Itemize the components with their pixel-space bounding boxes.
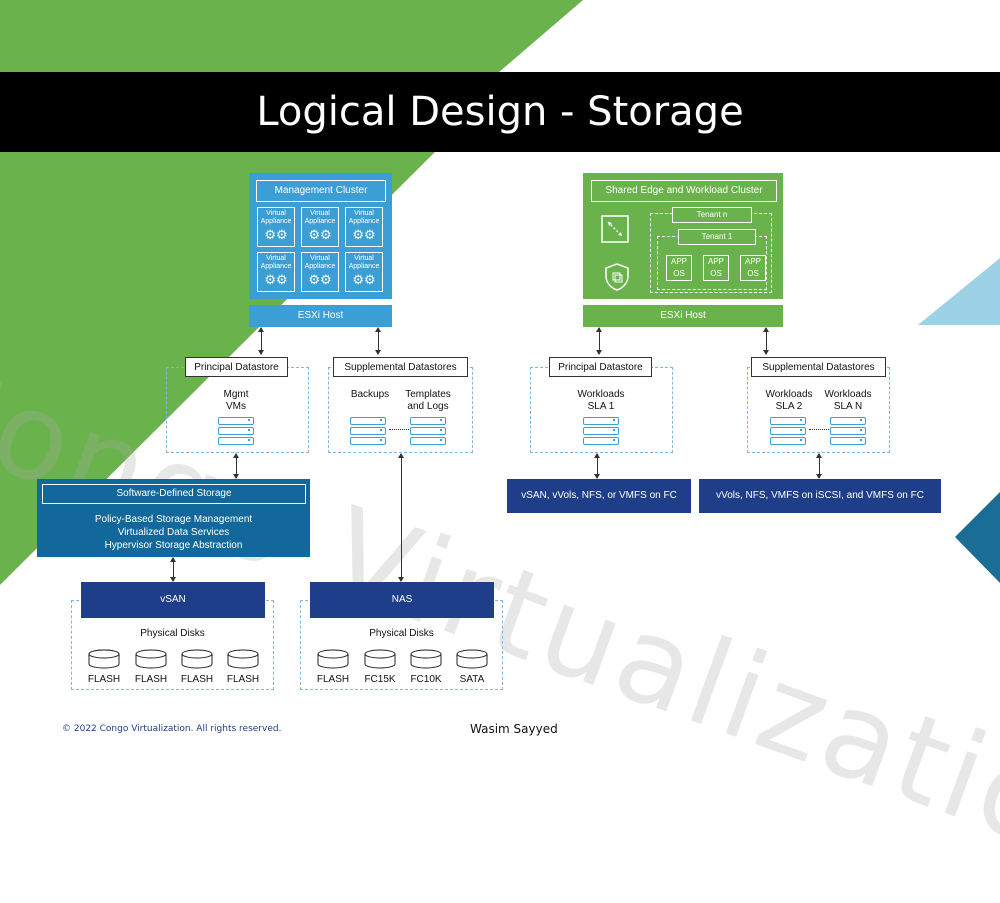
management-cluster-title: Management Cluster: [256, 180, 386, 202]
connector-arrow: [594, 453, 600, 479]
author-name: Wasim Sayyed: [470, 722, 558, 736]
disk-icon: [410, 649, 442, 669]
connector-arrow: [258, 327, 264, 355]
disk-label: FLASH: [180, 674, 214, 685]
network-switch-icon: [601, 215, 629, 243]
edge-principal-datastore-label: Principal Datastore: [549, 357, 652, 377]
management-cluster: [249, 173, 392, 299]
disk-label: FLASH: [134, 674, 168, 685]
disk-icon: [227, 649, 259, 669]
nas-bar: NAS: [310, 582, 494, 618]
storage-stack-icon: [583, 417, 619, 447]
disk-icon: [181, 649, 213, 669]
esxi-host-management: ESXi Host: [249, 305, 392, 327]
light-blue-triangle: [918, 258, 1000, 325]
principal-storage-types-bar: vSAN, vVols, NFS, or VMFS on FC: [507, 479, 691, 513]
tenant-1-label: Tenant 1: [678, 229, 756, 245]
storage-stack-icon: [830, 417, 866, 447]
disk-label: FC15K: [364, 674, 396, 685]
esxi-host-edge: ESXi Host: [583, 305, 783, 327]
disk-icon: [88, 649, 120, 669]
disk-label: FC10K: [410, 674, 442, 685]
disk-label: FLASH: [226, 674, 260, 685]
tenant-n-label: Tenant n: [672, 207, 752, 223]
connector-arrow: [375, 327, 381, 355]
disk-label: FLASH: [87, 674, 121, 685]
supplemental-datastores-label: Supplemental Datastores: [333, 357, 468, 377]
sds-line: Virtualized Data Services: [117, 527, 230, 538]
storage-stack-icon: [770, 417, 806, 447]
connector-arrow: [763, 327, 769, 355]
gears-icon: ⚙⚙: [264, 227, 288, 242]
connector-arrow: [596, 327, 602, 355]
disk-label: FLASH: [316, 674, 350, 685]
storage-stack-icon: [218, 417, 254, 447]
sds-line: Policy-Based Storage Management: [94, 514, 253, 525]
dark-teal-triangle: [955, 492, 1000, 583]
page-title: Logical Design - Storage: [0, 72, 1000, 152]
disk-icon: [364, 649, 396, 669]
disk-icon: [317, 649, 349, 669]
connector-arrow: [170, 557, 176, 582]
ellipsis-connector: [389, 429, 409, 430]
storage-stack-icon: [350, 417, 386, 447]
gears-icon: ⚙⚙: [352, 227, 376, 242]
gears-icon: ⚙⚙: [308, 227, 332, 242]
physical-disks-label: Physical Disks: [140, 628, 205, 639]
supplemental-storage-types-bar: vVols, NFS, VMFS on iSCSI, and VMFS on F…: [699, 479, 941, 513]
storage-stack-icon: [410, 417, 446, 447]
gears-icon: ⚙⚙: [352, 272, 376, 287]
backups-label: Backups: [350, 389, 390, 400]
ellipsis-connector: [809, 429, 829, 430]
edge-supplemental-datastores-label: Supplemental Datastores: [751, 357, 886, 377]
disk-icon: [135, 649, 167, 669]
security-shield-icon: [605, 263, 629, 291]
gears-icon: ⚙⚙: [308, 272, 332, 287]
gears-icon: ⚙⚙: [264, 272, 288, 287]
disk-label: SATA: [459, 674, 485, 685]
software-defined-storage: [37, 479, 310, 557]
connector-arrow: [398, 453, 404, 582]
physical-disks-label: Physical Disks: [369, 628, 434, 639]
connector-arrow: [233, 453, 239, 479]
sds-line: Hypervisor Storage Abstraction: [104, 540, 243, 551]
copyright-text: © 2022 Congo Virtualization. All rights …: [62, 724, 282, 734]
vsan-bar: vSAN: [81, 582, 265, 618]
sds-title: Software-Defined Storage: [42, 484, 306, 504]
connector-arrow: [816, 453, 822, 479]
principal-datastore-label: Principal Datastore: [185, 357, 288, 377]
edge-cluster-title: Shared Edge and Workload Cluster: [591, 180, 777, 202]
disk-icon: [456, 649, 488, 669]
